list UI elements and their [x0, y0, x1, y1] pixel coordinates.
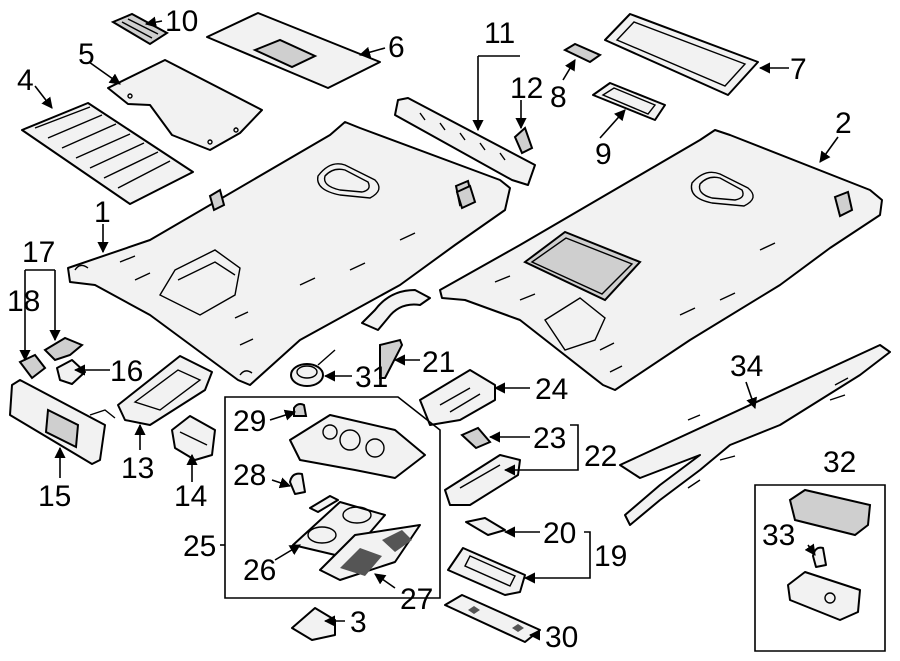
part-15-sun-visor: [9, 379, 116, 465]
callout-16: 16: [110, 355, 143, 388]
callout-29: 29: [233, 405, 266, 438]
part-8-seal: [562, 42, 603, 64]
part-6-insulation-pad: [206, 12, 381, 89]
callout-25: 25: [183, 530, 216, 563]
part-13-console: [117, 355, 213, 426]
part-25-overhead-console-group: [224, 396, 441, 599]
part-4-insulation-pad: [21, 102, 194, 205]
part-22-bracket: [444, 454, 521, 506]
callout-2: 2: [835, 107, 852, 140]
callout-17: 17: [22, 236, 55, 269]
part-32-lamp-assembly-group: [754, 484, 886, 652]
callout-22: 22: [584, 440, 617, 473]
callout-21: 21: [422, 346, 455, 379]
part-21-grab-handle: [361, 289, 431, 379]
callout-9: 9: [595, 138, 612, 171]
part-14-switch: [171, 415, 216, 461]
part-19-map-lamp: [447, 547, 526, 596]
callout-20: 20: [543, 517, 576, 550]
callout-12: 12: [510, 72, 543, 105]
callout-32: 32: [823, 446, 856, 479]
part-12-clip: [513, 126, 534, 155]
part-30-lamp-panel: [444, 594, 541, 643]
part-34-wiring-harness: [619, 344, 891, 526]
part-2-headliner-sunroof: [439, 129, 883, 391]
part-16-coat-hook: [56, 359, 86, 385]
part-24-bracket: [419, 369, 496, 426]
callout-15: 15: [38, 480, 71, 513]
callout-28: 28: [233, 459, 266, 492]
callout-5: 5: [78, 38, 95, 71]
callout-10: 10: [165, 5, 198, 38]
callout-23: 23: [533, 422, 566, 455]
callout-1: 1: [94, 196, 111, 229]
callout-30: 30: [545, 621, 578, 654]
callout-14: 14: [174, 480, 207, 513]
part-3-clip: [291, 607, 336, 641]
leader-lines: [19, 16, 839, 641]
part-7-sunroof-frame: [604, 13, 759, 96]
part-31-lamp: [290, 349, 336, 387]
part-18-clip: [18, 353, 47, 380]
part-10-cover: [110, 12, 169, 46]
callout-8: 8: [550, 81, 567, 114]
part-5-insulation-pad: [107, 59, 263, 151]
callout-26: 26: [243, 554, 276, 587]
callout-labels: 10 6 5 4 11 12 8 7 9 2 1 17 18 16 15 13 …: [7, 5, 856, 654]
callout-31: 31: [355, 361, 388, 394]
callout-18: 18: [7, 285, 40, 318]
callout-19: 19: [594, 540, 627, 573]
callout-7: 7: [790, 53, 807, 86]
part-20-bulb: [465, 517, 506, 536]
callout-4: 4: [17, 64, 34, 97]
callout-13: 13: [121, 452, 154, 485]
callout-33: 33: [762, 519, 795, 552]
callout-11: 11: [484, 17, 515, 50]
callout-3: 3: [350, 606, 367, 639]
callout-6: 6: [388, 31, 405, 64]
part-17-clip: [43, 336, 84, 362]
part-23-bracket: [460, 426, 492, 450]
callout-34: 34: [730, 350, 763, 383]
callout-24: 24: [535, 373, 568, 406]
part-11-bracket-strip: [394, 97, 536, 186]
part-9-cover: [592, 82, 666, 121]
part-1-headliner: [67, 121, 511, 386]
callout-27: 27: [400, 583, 433, 616]
